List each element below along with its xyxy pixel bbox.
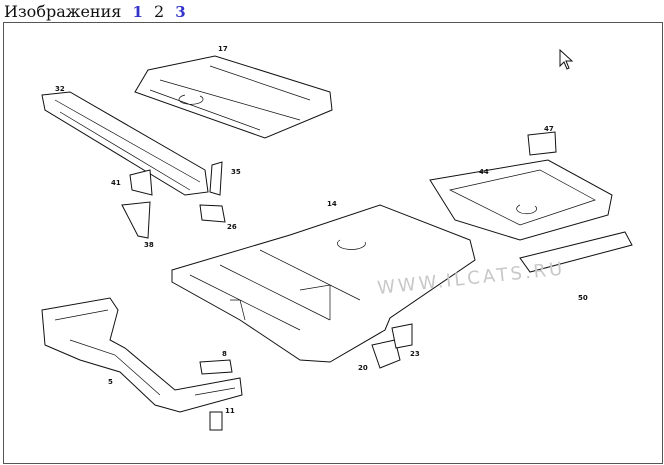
page-current-2: 2	[153, 2, 165, 21]
label-35: 35	[231, 168, 241, 176]
label-17: 17	[218, 45, 228, 53]
part-8-shape	[199, 359, 233, 375]
part-23-shape	[391, 323, 413, 349]
part-50-shape	[519, 231, 633, 273]
images-header: Изображения 1 2 3	[4, 2, 186, 21]
part-26-shape	[199, 204, 226, 223]
label-47: 47	[544, 125, 554, 133]
page-link-3[interactable]: 3	[175, 3, 186, 21]
part-32-shape	[41, 91, 209, 196]
label-8: 8	[222, 350, 227, 358]
page-link-1[interactable]: 1	[132, 3, 143, 21]
header-title: Изображения	[4, 2, 122, 21]
part-17-shape	[134, 55, 333, 139]
label-41: 41	[111, 179, 121, 187]
label-14: 14	[327, 200, 337, 208]
label-44: 44	[479, 168, 489, 176]
label-11: 11	[225, 407, 235, 415]
label-5: 5	[108, 378, 113, 386]
label-38: 38	[144, 241, 154, 249]
part-41-shape	[129, 169, 153, 196]
label-32: 32	[55, 85, 65, 93]
part-5-shape	[41, 297, 243, 413]
label-26: 26	[227, 223, 237, 231]
part-35-shape	[209, 161, 223, 196]
part-47-shape	[527, 131, 557, 156]
label-50: 50	[578, 294, 588, 302]
mouse-cursor-icon	[559, 48, 574, 70]
part-44-shape	[429, 159, 613, 241]
part-20-shape	[371, 339, 401, 369]
label-23: 23	[410, 350, 420, 358]
part-14-shape	[171, 204, 476, 363]
part-11-shape	[209, 411, 223, 431]
part-38-shape	[121, 201, 151, 239]
label-20: 20	[358, 364, 368, 372]
